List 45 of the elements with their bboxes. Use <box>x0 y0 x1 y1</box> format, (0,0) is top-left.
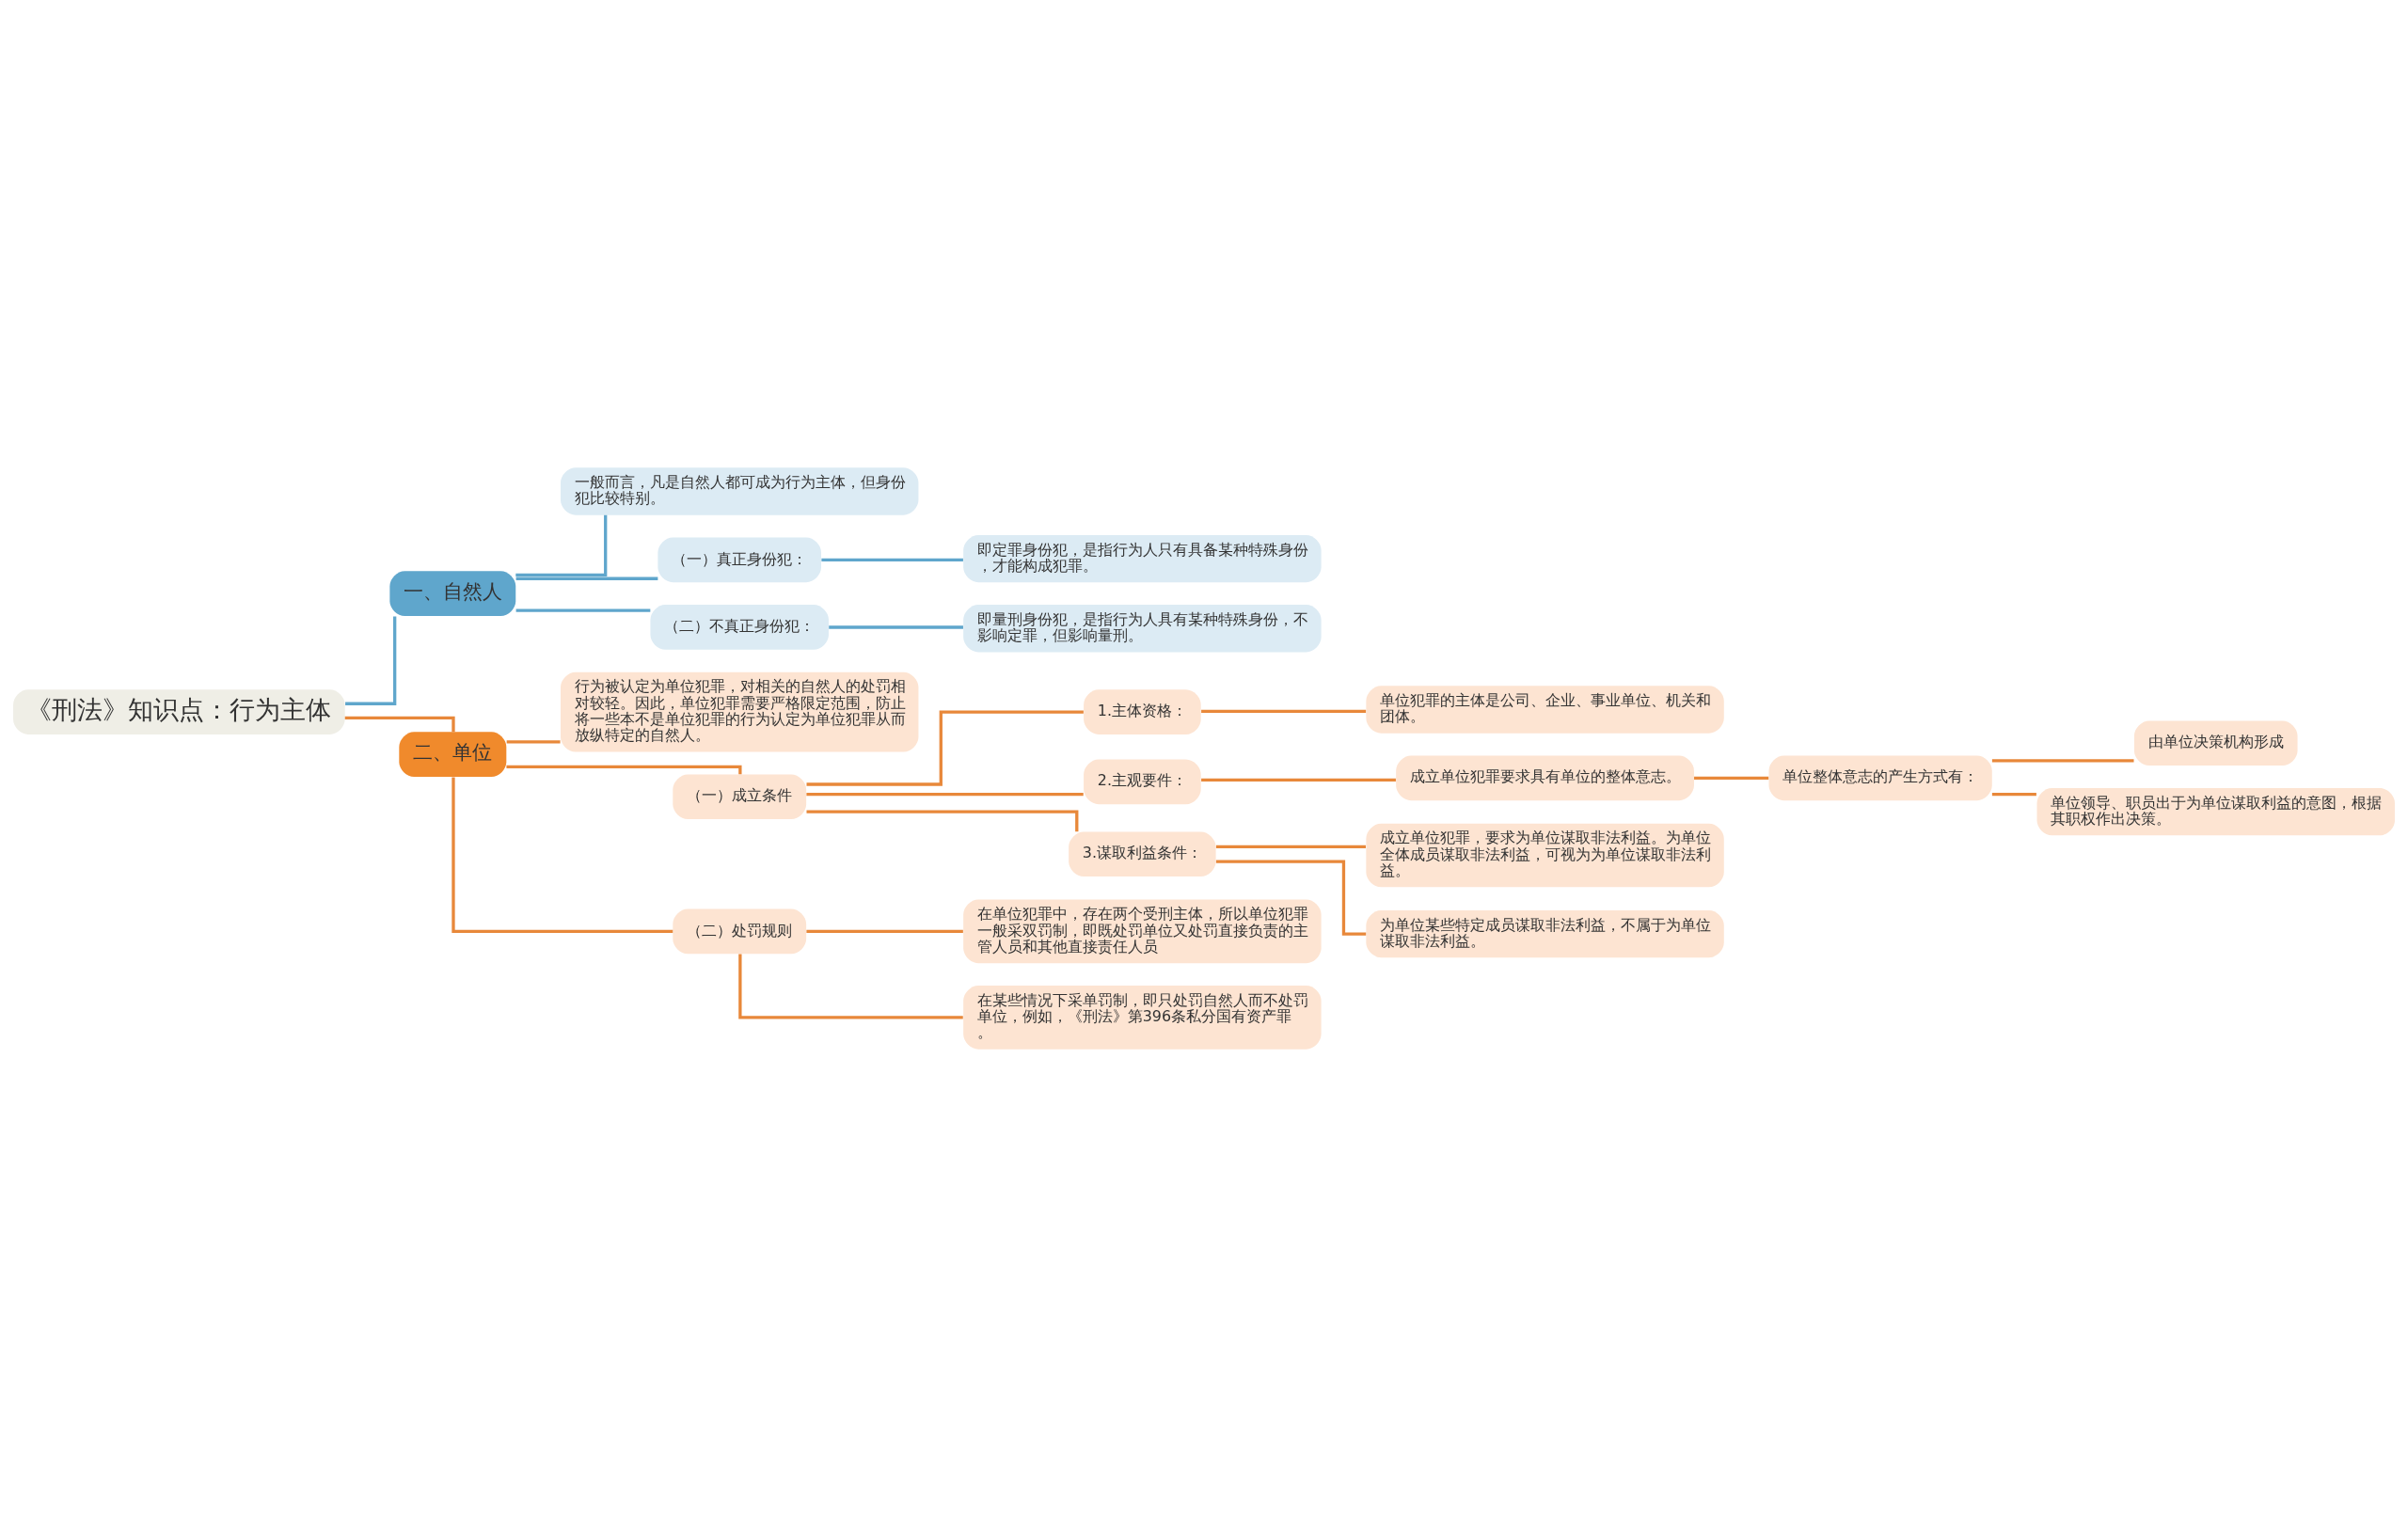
connector <box>515 514 608 576</box>
node-box: 由单位决策机构形成 <box>2133 719 2298 766</box>
node-box: 成立单位犯罪，要求为单位谋取非法利益。为单位全体成员谋取非法利益，可视为为单位谋取非法利益。 <box>1366 823 1724 887</box>
node-box: 在某些情况下采单罚制，即只处罚自然人而不处罚单位，例如，《刑法》第396条私分国有资产罪。 <box>963 985 1322 1050</box>
node-box: 即量刑身份犯，是指行为人具有某种特殊身份，不影响定罪，但影响量刑。 <box>963 604 1322 652</box>
connector <box>829 624 963 629</box>
connector <box>806 810 1079 831</box>
connector <box>345 615 397 705</box>
connector <box>1991 792 2036 796</box>
node-box: （二）不真正身份犯： <box>650 604 829 650</box>
node-box: （一）成立条件 <box>673 773 807 819</box>
node-box: 一、自然人 <box>389 570 516 616</box>
node-box: （二）处罚规则 <box>673 908 807 954</box>
connector <box>1201 778 1396 782</box>
node-box: （一）真正身份犯： <box>657 537 822 582</box>
node-box: 行为被认定为单位犯罪，对相关的自然人的处罚相对较轻。因此，单位犯罪需要严格限定范围，防止将一些本不是单位犯罪的行为认定为单位犯罪从而放纵特定的自然人。 <box>561 671 919 752</box>
connector <box>506 765 742 774</box>
node-box: 即定罪身份犯，是指行为人只有具备某种特殊身份，才能构成犯罪。 <box>963 534 1322 582</box>
connector <box>806 929 963 933</box>
connector <box>1215 845 1366 848</box>
node-box: 单位领导、职员出于为单位谋取利益的意图，根据其职权作出决策。 <box>2036 787 2395 835</box>
connector <box>821 558 963 561</box>
connector <box>1694 776 1769 780</box>
node-box: 单位犯罪的主体是公司、企业、事业单位、机关和团体。 <box>1366 685 1724 734</box>
connector <box>515 608 651 612</box>
node-box: 《刑法》知识点：行为主体 <box>13 688 345 734</box>
node-box: 3.谋取利益条件： <box>1069 830 1216 876</box>
connector <box>344 716 455 732</box>
node-box: 一般而言，凡是自然人都可成为行为主体，但身份犯比较特别。 <box>561 466 919 515</box>
node-box: 2.主观要件： <box>1084 759 1201 804</box>
node-box: 为单位某些特定成员谋取非法利益，不属于为单位谋取非法利益。 <box>1366 909 1724 957</box>
connector <box>806 792 1084 796</box>
node-box: 单位整体意志的产生方式有： <box>1768 755 1992 800</box>
node-box: 1.主体资格： <box>1084 688 1201 734</box>
node-box: 在单位犯罪中，存在两个受刑主体，所以单位犯罪一般采双罚制，即既处罚单位又处罚直接负责的主管人员和其他直接责任人员 <box>963 899 1322 963</box>
connector <box>1215 860 1367 936</box>
connector <box>738 953 963 1019</box>
connector <box>506 739 561 744</box>
connector <box>806 709 1084 786</box>
connector <box>1201 709 1367 713</box>
connector <box>452 776 673 933</box>
connector <box>1991 758 2134 762</box>
connector <box>515 576 658 580</box>
node-box: 二、单位 <box>399 731 507 777</box>
node-box: 成立单位犯罪要求具有单位的整体意志。 <box>1396 755 1694 800</box>
